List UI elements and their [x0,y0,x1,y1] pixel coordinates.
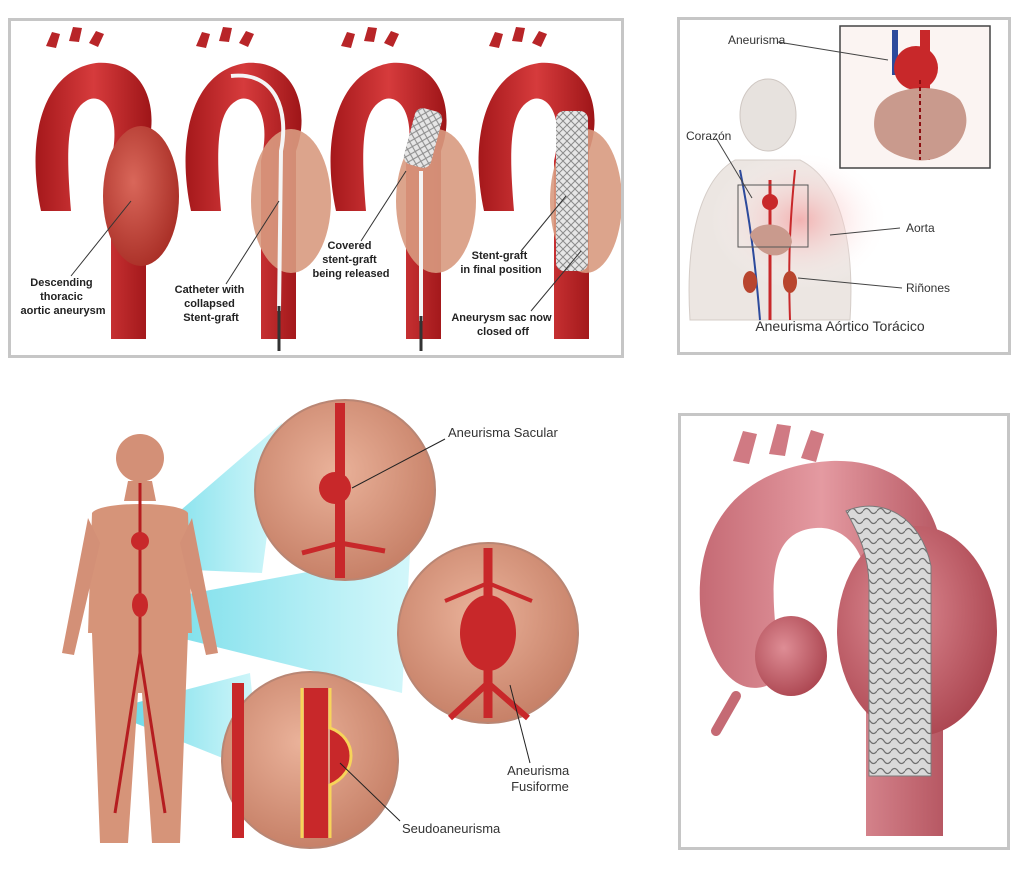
fusiforme-label: Aneurisma Fusiforme [507,763,573,794]
thoracic-aneurysm-illustration: Aneurisma Corazón Aorta Riñones Aneurism… [686,25,991,334]
arch-bulge [755,616,827,696]
sacular-label: Aneurisma Sacular [448,425,558,440]
seudo-zoom-circle [221,671,399,849]
aorta-stage-1 [35,27,179,340]
corazon-label: Corazón [686,129,731,143]
aorta-stage-3 [330,27,476,351]
aorta-label: Aorta [906,221,935,235]
stage4-sac-label: Aneurysm sac now closed off [451,312,554,338]
aorta-stage-4 [478,27,621,340]
seudo-label: Seudoaneurisma [402,821,501,836]
human-figure [62,434,218,843]
stent-graft-sequence-panel: Descending thoracic aortic aneurysm Cath… [8,18,624,358]
stage4-final-label: Stent-graft in final position [460,250,542,276]
thoracic-caption: Aneurisma Aórtico Torácico [755,318,925,334]
thoracic-aneurysm-panel: Aneurisma Corazón Aorta Riñones Aneurism… [677,17,1011,355]
sacular-zoom-circle [254,399,436,581]
stent-graft [845,505,932,777]
aortic-arch-stent-panel [678,413,1010,850]
aneurisma-label: Aneurisma [728,33,786,47]
aorta-stage-2 [185,27,331,351]
stage3-label: Covered stent-graft being released [312,240,389,280]
aneurysm-types-panel: Aneurisma Sacular Aneurisma Fusiforme Se… [40,393,640,863]
stage2-label: Catheter with collapsed Stent-graft [175,284,248,324]
fusiforme-zoom-circle [397,542,579,724]
stent-graft-sequence-illustration: Descending thoracic aortic aneurysm Cath… [21,27,621,351]
rinones-label: Riñones [906,281,950,295]
aortic-arch-stent-illustration [699,424,997,836]
heart-inset [839,25,991,169]
torso-figure [688,78,890,321]
aneurysm-types-illustration: Aneurisma Sacular Aneurisma Fusiforme Se… [62,399,579,849]
stage1-label: Descending thoracic aortic aneurysm [21,277,106,317]
